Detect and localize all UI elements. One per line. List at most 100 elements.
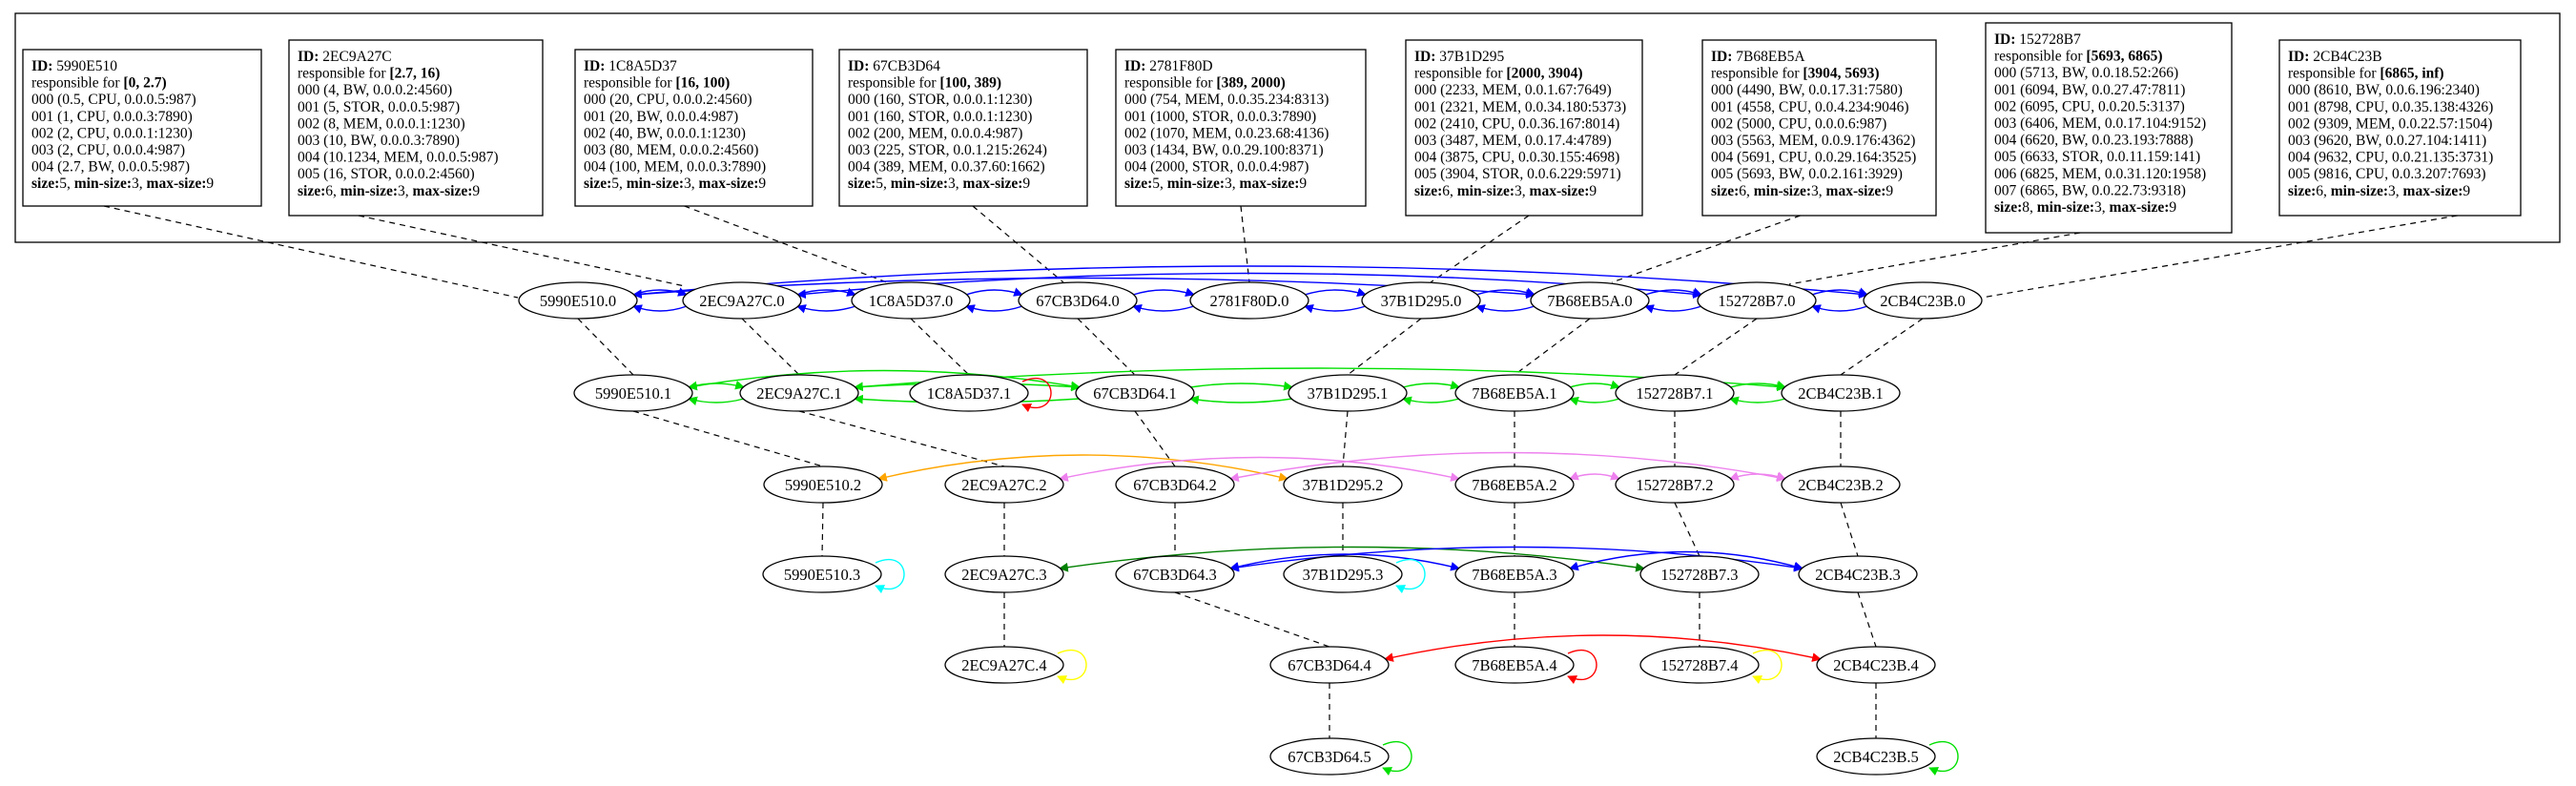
node-ellipse — [1288, 374, 1408, 412]
routing-edges — [632, 265, 1959, 776]
node-67CB3D64.5: 67CB3D64.5 — [1269, 737, 1390, 776]
peer-entry: 001 (6094, BW, 0.0.27.47:7811) — [1994, 82, 2185, 98]
node-5990E510.3: 5990E510.3 — [762, 555, 882, 593]
peer-entry: 005 (6633, STOR, 0.0.11.159:141) — [1994, 149, 2200, 165]
node-label: 7B68EB5A.2 — [1472, 476, 1556, 494]
node-label: 67CB3D64.4 — [1288, 656, 1371, 674]
node-7B68EB5A.3: 7B68EB5A.3 — [1454, 555, 1575, 593]
peer-entry: 005 (5693, BW, 0.0.2.161:3929) — [1711, 166, 1903, 182]
node-ellipse — [1615, 465, 1735, 504]
peer-entry: 005 (16, STOR, 0.0.0.2:4560) — [298, 166, 475, 182]
peer-id-value: 2EC9A27C — [322, 49, 391, 65]
peer-box-frame — [1405, 39, 1643, 217]
peer-range-value: [389, 2000) — [1216, 75, 1285, 92]
node-2CB4C23B.1: 2CB4C23B.1 — [1781, 374, 1901, 412]
peer-box-frame — [2278, 39, 2522, 217]
edge-2CB4C23B.0-to-152728B7.0 — [1811, 304, 1868, 314]
node-67CB3D64.0: 67CB3D64.0 — [1018, 281, 1138, 320]
node-label: 1C8A5D37.0 — [869, 292, 953, 310]
peer-id-label: ID: — [2288, 49, 2313, 65]
box-to-node-link — [1240, 205, 1250, 283]
node-ellipse — [518, 281, 638, 320]
node-ellipse — [1530, 281, 1650, 320]
node-ellipse — [1115, 555, 1235, 593]
peer-box-frame — [838, 49, 1088, 207]
node-5990E510.0: 5990E510.0 — [518, 281, 638, 320]
node-2CB4C23B.3: 2CB4C23B.3 — [1798, 555, 1918, 593]
edge-7B68EB5A.1-to-152728B7.1 — [1569, 380, 1620, 390]
node-ellipse — [1697, 281, 1817, 320]
node-ellipse — [1781, 374, 1901, 412]
peer-id-line: ID: 67CB3D64 — [848, 58, 940, 74]
node-ellipse — [1454, 465, 1575, 504]
peer-size-line: size:6, min-size:3, max-size:9 — [1414, 183, 1597, 199]
peer-entry: 003 (6406, MEM, 0.0.17.104:9152) — [1994, 115, 2206, 132]
peer-id-label: ID: — [298, 49, 322, 65]
node-7B68EB5A.0: 7B68EB5A.0 — [1530, 281, 1650, 320]
peer-entry: 003 (10, BW, 0.0.0.3:7890) — [298, 133, 460, 149]
level-link — [1674, 318, 1758, 376]
peer-range-label: responsible for — [1994, 49, 2086, 65]
peer-id-line: ID: 1C8A5D37 — [584, 58, 677, 74]
peer-range-line: responsible for [6865, inf) — [2288, 66, 2444, 82]
node-ellipse — [1075, 374, 1195, 412]
node-label: 7B68EB5A.0 — [1547, 292, 1632, 310]
peer-entry: 000 (20, CPU, 0.0.0.2:4560) — [584, 92, 752, 108]
peer-entry: 001 (1000, STOR, 0.0.0.3:7890) — [1124, 109, 1316, 125]
node-label: 2EC9A27C.4 — [961, 656, 1046, 674]
peer-id-line: ID: 2781F80D — [1124, 58, 1213, 74]
dashed-links — [103, 205, 2458, 738]
peer-entry: 004 (2.7, BW, 0.0.0.5:987) — [31, 159, 190, 176]
node-7B68EB5A.2: 7B68EB5A.2 — [1454, 465, 1575, 504]
peer-entry: 002 (1070, MEM, 0.0.23.68:4136) — [1124, 125, 1329, 141]
peer-id-value: 2781F80D — [1149, 58, 1212, 74]
node-5990E510.2: 5990E510.2 — [763, 465, 883, 504]
node-37B1D295.2: 37B1D295.2 — [1283, 465, 1403, 504]
edge-2EC9A27C.3-to-152728B7.3 — [1059, 546, 1645, 572]
node-ellipse — [762, 555, 882, 593]
peer-entry: 000 (5713, BW, 0.0.18.52:266) — [1994, 65, 2178, 81]
node-ellipse — [1189, 281, 1309, 320]
node-37B1D295.3: 37B1D295.3 — [1283, 555, 1403, 593]
box-to-node-link — [1430, 215, 1530, 283]
edge-152728B7.2-to-2CB4C23B.2 — [1729, 471, 1786, 481]
node-label: 2EC9A27C.1 — [756, 384, 841, 403]
node-ellipse — [1798, 555, 1918, 593]
peer-entry: 000 (4490, BW, 0.0.17.31:7580) — [1711, 82, 1903, 98]
peer-id-label: ID: — [1124, 58, 1149, 74]
node-67CB3D64.2: 67CB3D64.2 — [1115, 465, 1235, 504]
node-2EC9A27C.2: 2EC9A27C.2 — [944, 465, 1064, 504]
peer-entry: 000 (8610, BW, 0.0.6.196:2340) — [2288, 82, 2480, 98]
peer-entry: 004 (6620, BW, 0.0.23.193:7888) — [1994, 133, 2194, 149]
box-to-node-link — [1981, 215, 2458, 299]
node-ellipse — [851, 281, 971, 320]
peer-range-label: responsible for — [848, 75, 939, 92]
peer-entry: 002 (2410, CPU, 0.0.36.167:8014) — [1414, 115, 1619, 132]
node-2CB4C23B.0: 2CB4C23B.0 — [1863, 281, 1983, 320]
peer-size-line: size:6, min-size:3, max-size:9 — [298, 183, 480, 199]
node-ellipse — [763, 465, 883, 504]
node-label: 2CB4C23B.1 — [1798, 384, 1883, 403]
node-2781F80D.0: 2781F80D.0 — [1189, 281, 1309, 320]
box-to-node-link — [1611, 215, 1801, 283]
peer-id-line: ID: 7B68EB5A — [1711, 49, 1805, 65]
peer-entry: 000 (160, STOR, 0.0.0.1:1230) — [848, 92, 1032, 108]
node-ellipse — [573, 374, 693, 412]
level-link — [632, 410, 824, 467]
edge-2CB4C23B.1-to-152728B7.1 — [1729, 396, 1786, 406]
peer-table-frame — [14, 12, 2561, 243]
node-ellipse — [1269, 646, 1390, 684]
peer-entry: 005 (9816, CPU, 0.0.3.207:7693) — [2288, 166, 2486, 182]
node-ellipse — [1361, 281, 1481, 320]
node-67CB3D64.4: 67CB3D64.4 — [1269, 646, 1390, 684]
peer-range-value: [2.7, 16) — [389, 66, 440, 82]
edge-152728B7.0-to-7B68EB5A.0 — [1644, 304, 1702, 314]
peer-range-value: [2000, 3904) — [1506, 66, 1582, 82]
node-2CB4C23B.2: 2CB4C23B.2 — [1781, 465, 1901, 504]
peer-range-label: responsible for — [2288, 66, 2380, 82]
node-2EC9A27C.4: 2EC9A27C.4 — [944, 646, 1064, 684]
peer-range-line: responsible for [2.7, 16) — [298, 66, 440, 82]
